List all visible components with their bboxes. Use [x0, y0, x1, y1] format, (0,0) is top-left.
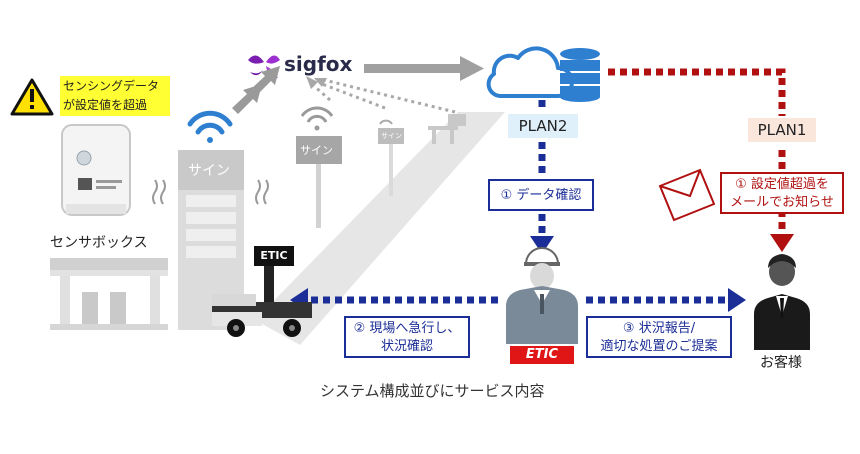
- device-arrowheads: [306, 76, 327, 89]
- report-line-2: 適切な処置のご提案: [600, 339, 718, 354]
- mail-notice-line-2: メールでお知らせ: [730, 195, 834, 210]
- customer-icon: [754, 254, 810, 350]
- warning-icon: [10, 78, 54, 116]
- customer-label: お客様: [760, 355, 802, 371]
- tiny-sign-device: [378, 119, 404, 196]
- mail-notice-box: ① 設定値超過を メールでお知らせ: [720, 172, 844, 214]
- plan1-arrowhead: [770, 234, 794, 252]
- plan1-label: PLAN1: [748, 118, 816, 142]
- gas-station: [50, 258, 168, 330]
- tiny-sign-label: サイン: [381, 132, 402, 140]
- signal-beam: [255, 112, 505, 345]
- report-box: ③ 状況報告/ 適切な処置のご提案: [586, 316, 732, 358]
- site-visit-line-1: ② 現場へ急行し、: [353, 321, 461, 336]
- device-dotted-links: [313, 78, 456, 114]
- diagram-caption: システム構成並びにサービス内容: [320, 382, 545, 400]
- small-sign-device: [296, 106, 342, 228]
- etic-badge: ETIC: [510, 346, 574, 364]
- alert-line-1: センシングデータ: [63, 79, 160, 93]
- cloud-icon: [486, 46, 574, 98]
- sigfox-logo-text: sigfox: [284, 52, 353, 76]
- sensor-box-label: センサボックス: [50, 235, 148, 251]
- uplink-arrows: [232, 66, 280, 114]
- sign-tower: [178, 150, 244, 330]
- alert-box: センシングデータ が設定値を超過: [60, 76, 170, 116]
- database-icon: [560, 48, 600, 102]
- plan2-label: PLAN2: [508, 114, 578, 138]
- wifi-icon: [187, 110, 233, 143]
- heat-wave-icon: [152, 179, 269, 205]
- mini-gas-station: [428, 114, 466, 144]
- service-truck-icon: [212, 246, 312, 337]
- report-arrowhead: [728, 288, 746, 312]
- envelope-icon: [658, 168, 716, 222]
- small-sign-label: サイン: [300, 144, 333, 157]
- site-visit-box: ② 現場へ急行し、 状況確認: [344, 316, 470, 358]
- sign-tower-label: サイン: [188, 163, 230, 179]
- sensor-box-icon: [61, 124, 131, 216]
- engineer-icon: [506, 247, 578, 344]
- report-line-1: ③ 状況報告/: [622, 321, 696, 336]
- mail-notice-line-1: ① 設定値超過を: [735, 177, 829, 192]
- data-check-box: ① データ確認: [488, 179, 594, 211]
- plan2-arrowhead: [530, 236, 554, 254]
- alert-line-2: が設定値を超過: [63, 98, 148, 112]
- sigfox-to-cloud-arrow: [364, 56, 484, 81]
- truck-etic-sign: ETIC: [260, 249, 288, 262]
- site-visit-line-2: 状況確認: [380, 339, 433, 354]
